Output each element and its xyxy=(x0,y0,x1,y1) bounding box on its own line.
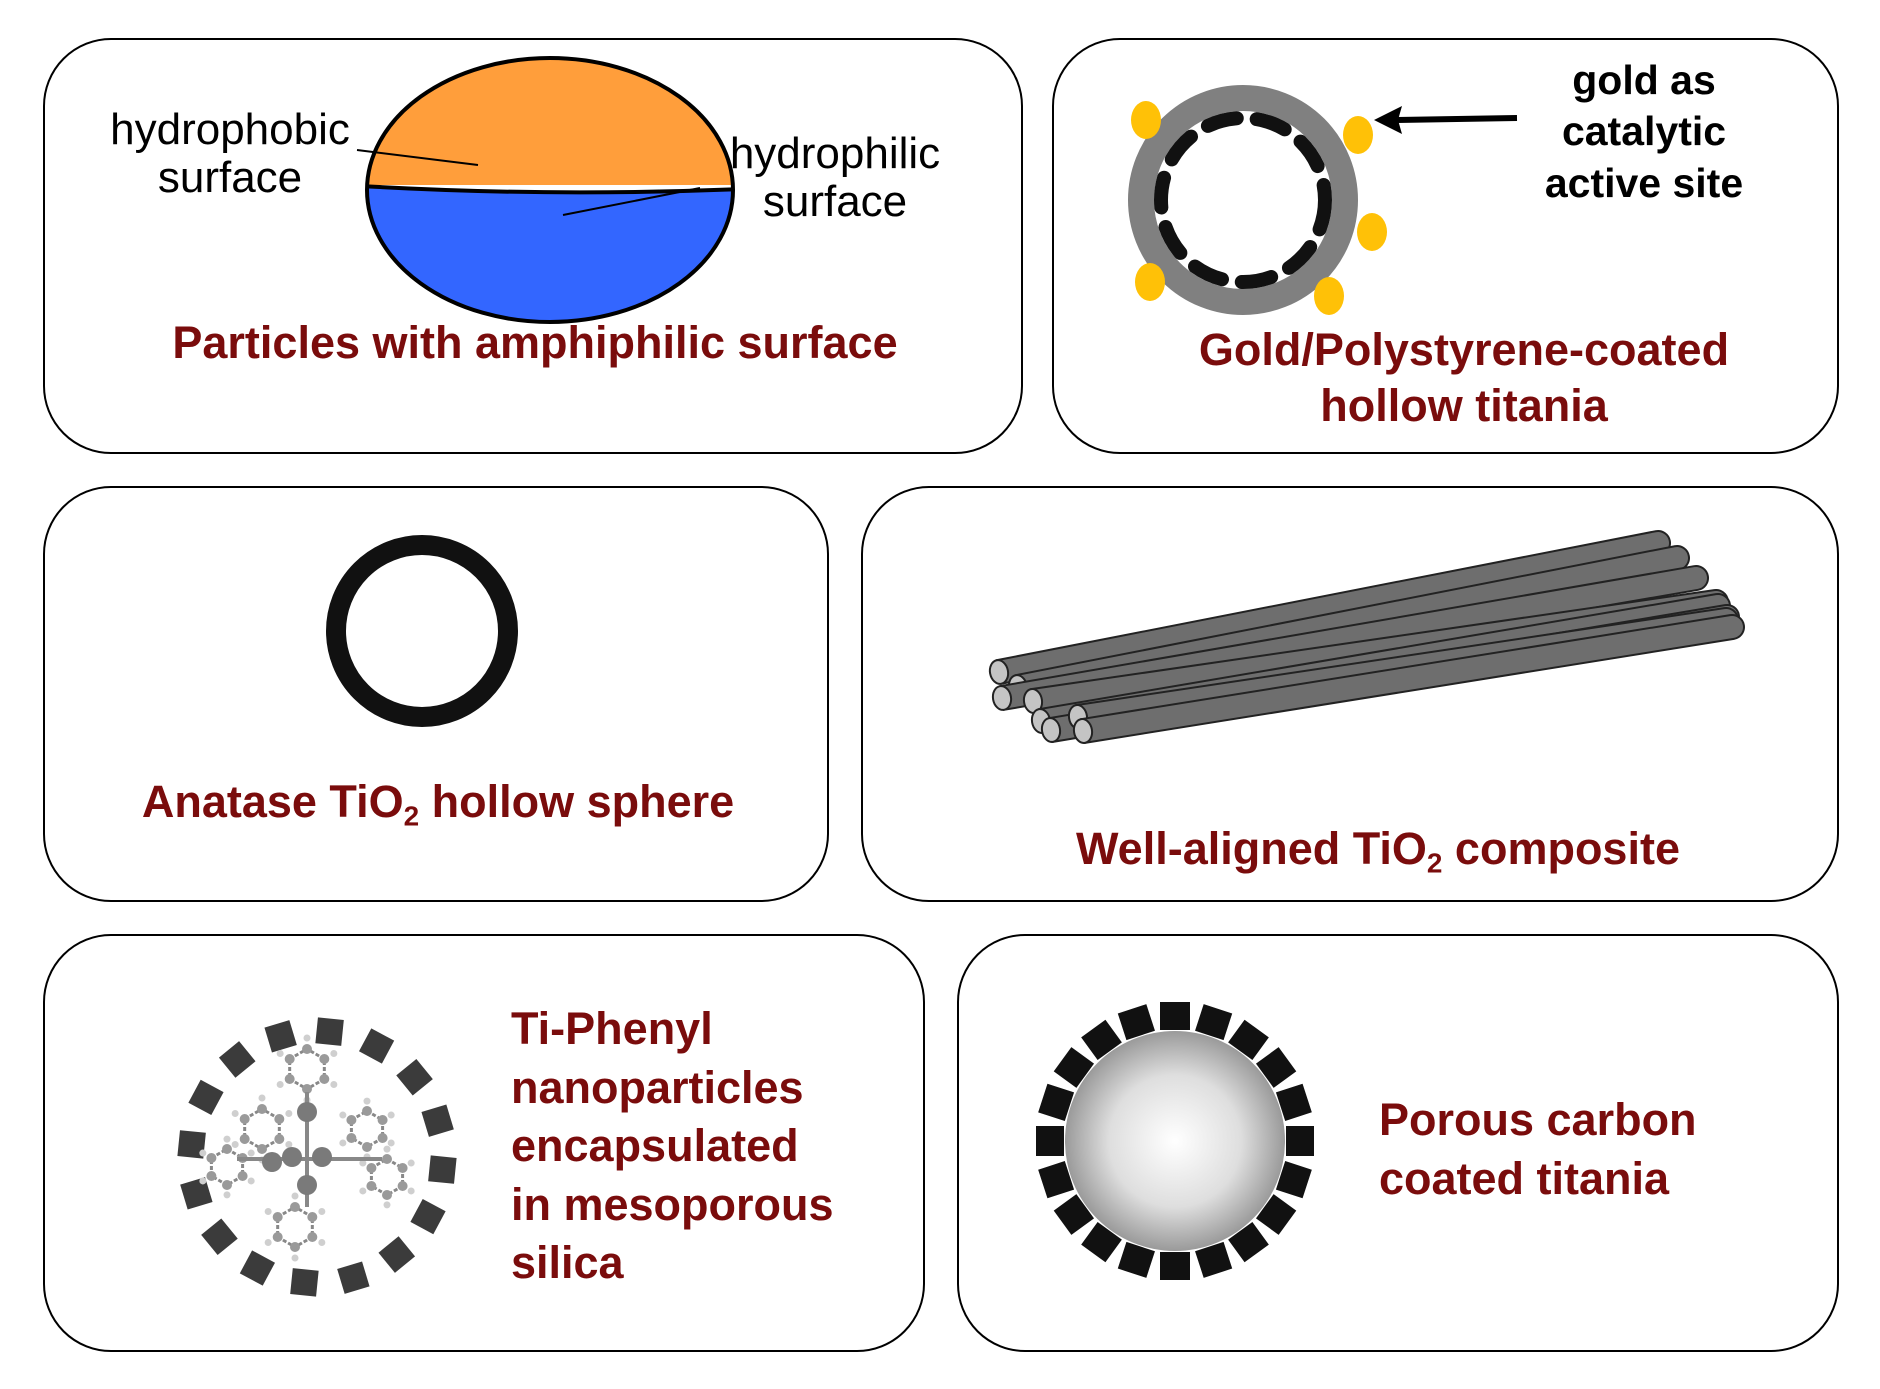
carbon-pore-block xyxy=(1195,1004,1233,1041)
panel-anatase: Anatase TiO2 hollow sphere xyxy=(43,486,829,902)
silica-pore-block xyxy=(239,1250,276,1286)
carbon-pore-block xyxy=(1228,1019,1269,1061)
silica-pore-block xyxy=(378,1236,416,1273)
silica-pore-block xyxy=(358,1028,395,1064)
panel-title: Porous carbon coated titania xyxy=(1379,1094,1697,1204)
panel-gold-polystyrene: gold as catalytic active site Gold/Polys… xyxy=(1052,38,1839,454)
aligned-rods-icon xyxy=(988,530,1745,744)
janus-particle-icon xyxy=(356,56,735,324)
silica-pore-block xyxy=(315,1017,344,1046)
carbon-pore-block xyxy=(1038,1083,1075,1121)
panel-title: Particles with amphiphilic surface xyxy=(172,317,898,368)
gold-annotation: gold as catalytic active site xyxy=(1544,57,1744,206)
panel-title: Gold/Polystyrene-coated hollow titania xyxy=(1198,324,1730,432)
carbon-pore-block xyxy=(1117,1004,1155,1041)
carbon-pore-block xyxy=(1275,1161,1312,1199)
carbon-pore-block xyxy=(1228,1221,1269,1263)
silica-pore-block xyxy=(180,1177,213,1210)
carbon-pore-block xyxy=(1160,1252,1190,1280)
carbon-pore-block xyxy=(1053,1194,1095,1235)
panel-title: Anatase TiO2 hollow sphere xyxy=(141,776,735,832)
carbon-pore-block xyxy=(1036,1126,1064,1156)
carbon-pore-block xyxy=(1255,1194,1297,1235)
panel-aligned-composite: Well-aligned TiO2 composite xyxy=(861,486,1839,902)
silica-pore-block xyxy=(188,1079,224,1116)
silica-pore-block xyxy=(177,1130,206,1159)
molecule xyxy=(199,1034,415,1262)
silica-pore-block xyxy=(421,1104,454,1137)
carbon-pore-block xyxy=(1038,1161,1075,1199)
panel-porous-carbon: Porous carbon coated titania xyxy=(957,934,1839,1352)
porous-carbon-sphere-icon xyxy=(1036,1002,1314,1280)
hydrophobic-label: hydrophobic surface xyxy=(110,105,350,203)
carbon-pore-block xyxy=(1117,1241,1155,1278)
panel-ti-phenyl: Ti-Phenyl nanoparticles encapsulated in … xyxy=(43,934,925,1352)
panel-amphiphilic: hydrophobic surface hydrophilic surface … xyxy=(43,38,1023,454)
hollow-sphere-icon xyxy=(326,535,518,727)
carbon-pore-block xyxy=(1081,1221,1122,1263)
silica-pore-block xyxy=(201,1218,238,1256)
carbon-pore-block xyxy=(1081,1019,1122,1061)
panel-title: Ti-Phenyl nanoparticles encapsulated in … xyxy=(511,1003,834,1288)
silica-pore-block xyxy=(337,1261,370,1294)
gold-particles xyxy=(1131,101,1387,315)
panel-title: Well-aligned TiO2 composite xyxy=(1076,823,1680,879)
carbon-pore-block xyxy=(1275,1083,1312,1121)
ti-phenyl-molecule-icon xyxy=(177,1017,457,1297)
carbon-pore-block xyxy=(1160,1002,1190,1030)
carbon-pore-block xyxy=(1286,1126,1314,1156)
silica-pore-block xyxy=(290,1268,319,1297)
carbon-pore-block xyxy=(1255,1047,1297,1088)
silica-pore-block xyxy=(264,1020,297,1053)
silica-pore-block xyxy=(410,1198,446,1235)
hydrophilic-label: hydrophilic surface xyxy=(729,129,941,227)
coated-hollow-titania-icon xyxy=(1128,85,1518,315)
carbon-pore-block xyxy=(1053,1047,1095,1088)
silica-pore-block xyxy=(428,1155,457,1184)
silica-pore-block xyxy=(218,1041,256,1078)
rod xyxy=(1072,614,1745,744)
carbon-pore-block xyxy=(1195,1241,1233,1278)
silica-pore-block xyxy=(396,1058,433,1096)
